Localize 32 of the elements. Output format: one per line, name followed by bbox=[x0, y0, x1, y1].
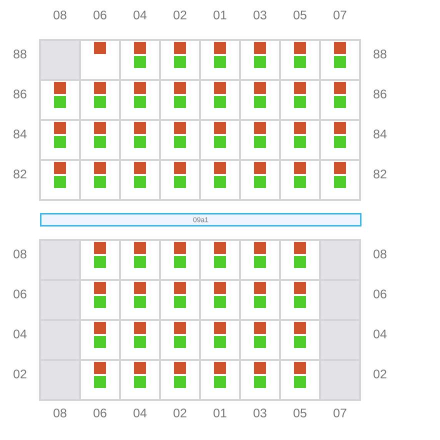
row-label: 82 bbox=[14, 170, 26, 178]
column-label: 05 bbox=[294, 10, 306, 20]
column-label: 01 bbox=[214, 10, 226, 20]
row-label: 04 bbox=[14, 330, 27, 338]
column-label: 02 bbox=[174, 10, 186, 20]
column-label: 04 bbox=[134, 408, 147, 418]
column-label: 07 bbox=[334, 408, 346, 418]
column-label: 06 bbox=[94, 10, 106, 20]
row-label: 06 bbox=[374, 290, 386, 298]
row-label: 84 bbox=[14, 130, 27, 138]
column-label: 06 bbox=[94, 408, 106, 418]
row-label: 88 bbox=[374, 50, 386, 58]
column-label: 01 bbox=[214, 408, 226, 418]
row-label: 88 bbox=[14, 50, 26, 58]
row-label: 08 bbox=[14, 250, 26, 258]
column-label: 03 bbox=[254, 408, 266, 418]
row-label: 86 bbox=[374, 90, 386, 98]
column-label: 02 bbox=[174, 408, 186, 418]
column-label: 04 bbox=[134, 10, 147, 20]
column-label: 05 bbox=[294, 408, 306, 418]
row-label: 86 bbox=[14, 90, 26, 98]
column-label: 03 bbox=[254, 10, 266, 20]
row-label: 82 bbox=[374, 170, 386, 178]
row-label: 06 bbox=[14, 290, 26, 298]
row-label: 84 bbox=[374, 130, 387, 138]
column-label: 07 bbox=[334, 10, 346, 20]
row-label: 08 bbox=[374, 250, 386, 258]
column-label: 08 bbox=[54, 408, 66, 418]
column-label: 08 bbox=[54, 10, 66, 20]
row-label: 02 bbox=[14, 370, 26, 378]
row-label: 02 bbox=[374, 370, 386, 378]
row-label: 04 bbox=[374, 330, 387, 338]
